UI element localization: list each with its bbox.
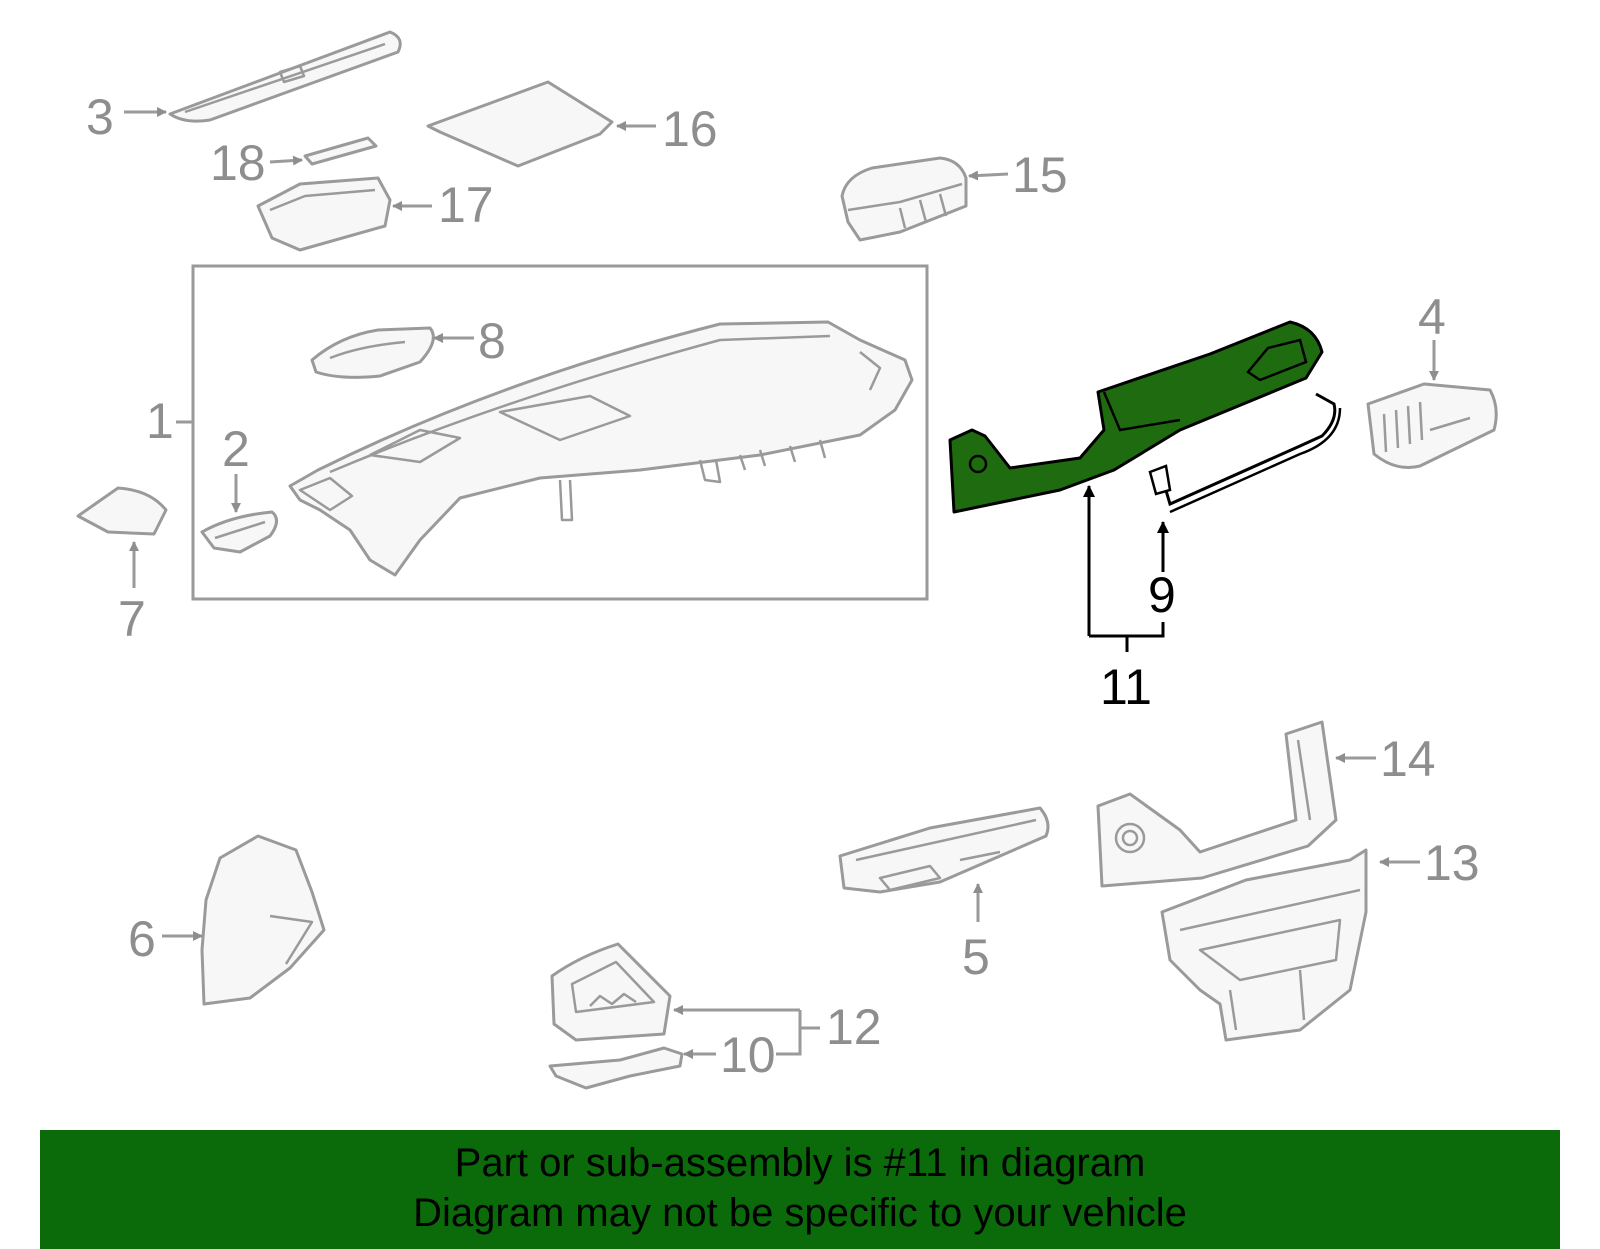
callout-14: 14 [1380, 731, 1436, 787]
banner-line-1: Part or sub-assembly is #11 in diagram [454, 1141, 1146, 1185]
part-5-center-vent [838, 806, 1050, 894]
callout-18: 18 [210, 135, 266, 191]
banner-line-2: Diagram may not be specific to your vehi… [413, 1191, 1187, 1235]
part-7-end-cap [76, 486, 168, 536]
part-10-latch-bracket [548, 1046, 684, 1090]
part-14-lower-trim [1096, 720, 1338, 888]
callout-16: 16 [662, 101, 718, 157]
part-16-cover-panel [426, 80, 614, 168]
part-8-vent-outlet [310, 326, 435, 379]
callout-15: 15 [1012, 147, 1068, 203]
part-6-side-panel [200, 834, 326, 1006]
part-18-trim-strip [303, 136, 378, 166]
callout-17: 17 [438, 177, 494, 233]
part-12-storage-bin [550, 942, 672, 1042]
part-9-door-strap [1148, 392, 1342, 514]
part-3-defroster-grille [168, 30, 402, 123]
part-info-banner: Part or sub-assembly is #11 in diagram D… [40, 1130, 1560, 1249]
part-11-glove-box-assembly [948, 320, 1324, 514]
callout-3: 3 [86, 89, 114, 145]
callout-7: 7 [118, 591, 146, 647]
callout-13: 13 [1424, 835, 1480, 891]
callout-6: 6 [128, 911, 156, 967]
part-4-right-vent [1366, 382, 1498, 469]
callout-2: 2 [222, 421, 250, 477]
callout-11: 11 [1100, 659, 1152, 715]
part-1-instrument-panel [288, 320, 914, 577]
callout-8: 8 [478, 313, 506, 369]
part-15-switch-module [840, 156, 968, 242]
callout-1: 1 [146, 393, 174, 449]
callout-12: 12 [826, 999, 882, 1055]
callout-10: 10 [720, 1027, 776, 1083]
callout-5: 5 [962, 929, 990, 985]
assembly-1-group-box [191, 264, 929, 601]
part-2-side-vent [200, 510, 278, 554]
part-13-center-bezel [1160, 848, 1368, 1042]
callout-4: 4 [1418, 289, 1446, 345]
callout-9: 9 [1148, 567, 1176, 623]
part-17-storage-tray [256, 176, 392, 252]
